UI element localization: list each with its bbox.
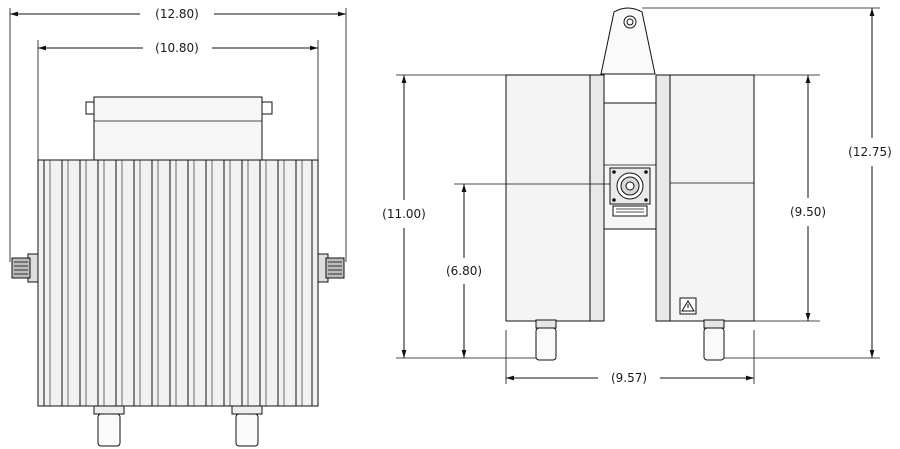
front-feet	[93, 405, 263, 447]
right-connector	[317, 253, 345, 283]
dimension-height-left: (11.00)	[382, 74, 536, 359]
heatsink-fins	[43, 160, 313, 406]
mounting-tab	[600, 7, 656, 75]
dimension-connector-height: (6.80)	[446, 183, 610, 358]
rf-connector	[609, 167, 651, 205]
heatsink-body	[37, 159, 319, 407]
left-heatsink-block	[505, 74, 605, 322]
left-connector	[11, 253, 39, 283]
dimension-base-width: (9.57)	[505, 330, 755, 385]
dimension-overall-width: (12.80)	[9, 7, 347, 262]
label-plate	[612, 205, 648, 217]
dim-label-12-80: (12.80)	[155, 7, 199, 21]
warning-icon	[679, 297, 697, 315]
front-view: (12.80) (10.80)	[9, 7, 347, 447]
dim-label-10-80: (10.80)	[155, 41, 199, 55]
dimension-overall-height: (12.75)	[642, 7, 892, 359]
dim-label-11-00: (11.00)	[382, 207, 426, 221]
dim-label-9-57: (9.57)	[611, 371, 647, 385]
side-view: (11.00) (6.80) (12.75) (9.50)	[382, 7, 892, 385]
dim-label-12-75: (12.75)	[848, 145, 892, 159]
top-handle	[85, 96, 273, 161]
side-feet	[535, 319, 725, 361]
dimension-body-width: (10.80)	[37, 40, 319, 160]
dimension-body-height: (9.50)	[754, 74, 826, 322]
right-heatsink-block	[655, 74, 755, 322]
dim-label-9-50: (9.50)	[790, 205, 826, 219]
dim-label-6-80: (6.80)	[446, 264, 482, 278]
